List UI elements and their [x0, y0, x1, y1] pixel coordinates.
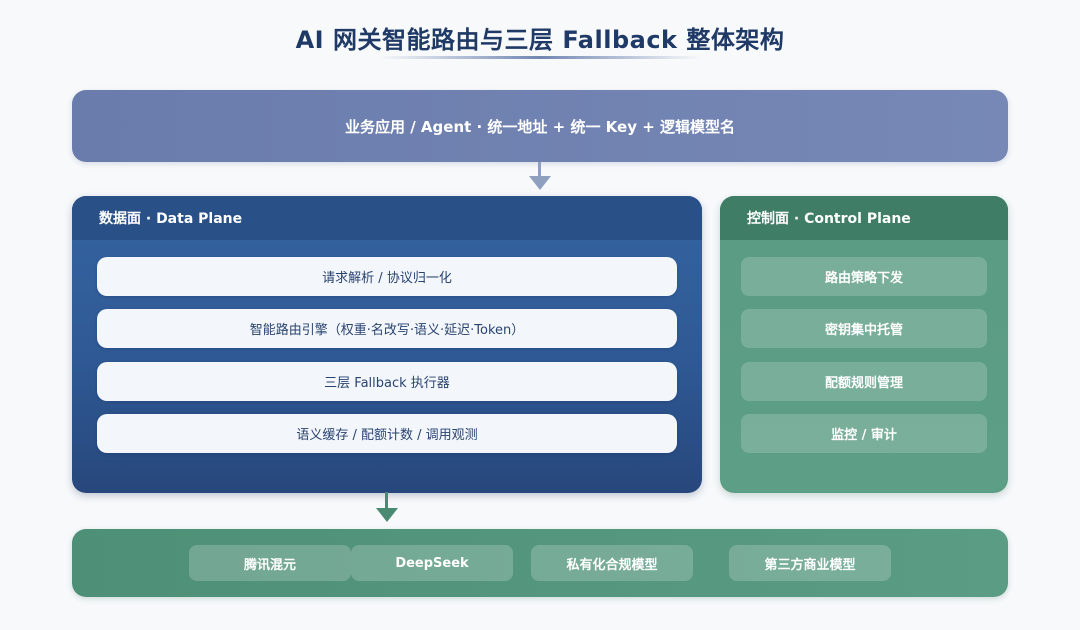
data-plane-item-label: 三层 Fallback 执行器 — [324, 376, 450, 391]
control-plane-item-keys: 密钥集中托管 — [741, 309, 987, 348]
model-chip-label: 私有化合规模型 — [566, 557, 658, 573]
model-chip-private: 私有化合规模型 — [531, 545, 693, 581]
control-plane-panel: 控制面 · Control Plane 路由策略下发 密钥集中托管 配额规则管理… — [720, 196, 1008, 493]
data-plane-item-label: 请求解析 / 协议归一化 — [322, 271, 452, 286]
model-chip-third-party: 第三方商业模型 — [729, 545, 891, 581]
client-layer-label: 业务应用 / Agent · 统一地址 + 统一 Key + 逻辑模型名 — [345, 117, 735, 136]
model-chip-label: 腾讯混元 — [243, 557, 296, 573]
control-plane-item-monitor: 监控 / 审计 — [741, 414, 987, 453]
model-chip-deepseek: DeepSeek — [351, 545, 513, 581]
arrow-down-icon — [528, 162, 552, 192]
data-plane-title: 数据面 · Data Plane — [99, 211, 243, 227]
control-plane-header: 控制面 · Control Plane — [720, 196, 1008, 240]
data-plane-item-router: 智能路由引擎（权重·名改写·语义·延迟·Token） — [97, 309, 677, 348]
title-underline — [380, 56, 700, 59]
data-plane-item-label: 智能路由引擎（权重·名改写·语义·延迟·Token） — [249, 323, 525, 338]
model-chip-hunyuan: 腾讯混元 — [189, 545, 351, 581]
control-plane-item-label: 路由策略下发 — [824, 271, 903, 286]
control-plane-item-label: 配额规则管理 — [824, 376, 903, 391]
model-chip-label: 第三方商业模型 — [764, 557, 856, 573]
arrow-down-icon — [375, 492, 399, 524]
data-plane-panel: 数据面 · Data Plane 请求解析 / 协议归一化 智能路由引擎（权重·… — [72, 196, 702, 493]
control-plane-title: 控制面 · Control Plane — [747, 211, 911, 227]
data-plane-item-fallback: 三层 Fallback 执行器 — [97, 362, 677, 401]
client-layer: 业务应用 / Agent · 统一地址 + 统一 Key + 逻辑模型名 — [72, 90, 1008, 162]
control-plane-item-policy: 路由策略下发 — [741, 257, 987, 296]
data-plane-header: 数据面 · Data Plane — [72, 196, 702, 240]
control-plane-item-label: 密钥集中托管 — [824, 323, 903, 338]
model-chip-label: DeepSeek — [395, 555, 469, 571]
page-title: AI 网关智能路由与三层 Fallback 整体架构 — [295, 26, 785, 54]
data-plane-item-parse: 请求解析 / 协议归一化 — [97, 257, 677, 296]
model-provider-layer: 腾讯混元 DeepSeek 私有化合规模型 第三方商业模型 — [72, 529, 1008, 597]
data-plane-item-cache: 语义缓存 / 配额计数 / 调用观测 — [97, 414, 677, 453]
control-plane-item-quota: 配额规则管理 — [741, 362, 987, 401]
data-plane-item-label: 语义缓存 / 配额计数 / 调用观测 — [296, 428, 478, 443]
control-plane-item-label: 监控 / 审计 — [831, 428, 897, 443]
